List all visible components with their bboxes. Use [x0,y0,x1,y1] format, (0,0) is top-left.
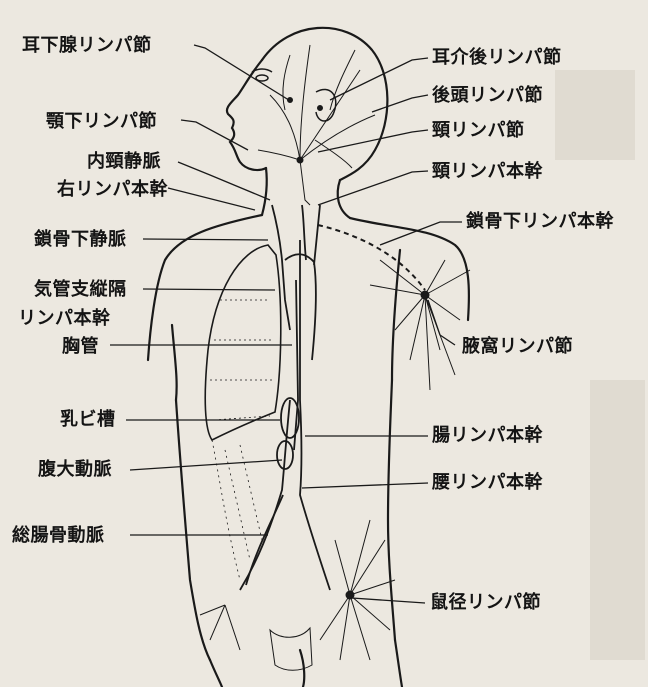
label-intestinal-lymph-trunk: 腸リンパ本幹 [432,426,543,446]
label-submandibular-lymph-nodes: 顎下リンパ節 [46,112,157,132]
label-lymph-trunk: リンパ本幹 [18,309,111,329]
label-parotid-lymph-nodes: 耳下腺リンパ節 [22,36,152,56]
label-abdominal-aorta: 腹大動脈 [38,460,112,480]
label-lumbar-lymph-trunk: 腰リンパ本幹 [432,473,543,493]
label-thoracic-duct: 胸管 [62,337,99,357]
label-retroauricular-lymph-nodes: 耳介後リンパ節 [432,48,562,68]
label-cisterna-chyli: 乳ビ槽 [60,410,116,430]
label-internal-jugular-vein: 内頸静脈 [87,152,161,172]
label-common-iliac-artery: 総腸骨動脈 [12,526,105,546]
label-jugular-lymph-trunk: 頸リンパ本幹 [432,162,543,182]
label-right-lymphatic-duct: 右リンパ本幹 [57,180,168,200]
label-subclavian-lymph-trunk: 鎖骨下リンパ本幹 [466,212,614,232]
label-occipital-lymph-nodes: 後頭リンパ節 [432,86,543,106]
label-bronchomediastinal: 気管支縦隔 [34,280,127,300]
label-cervical-lymph-nodes: 頸リンパ節 [432,121,525,141]
label-axillary-lymph-nodes: 腋窩リンパ節 [462,337,573,357]
label-inguinal-lymph-nodes: 鼠径リンパ節 [430,593,541,613]
label-subclavian-vein: 鎖骨下静脈 [34,230,127,250]
